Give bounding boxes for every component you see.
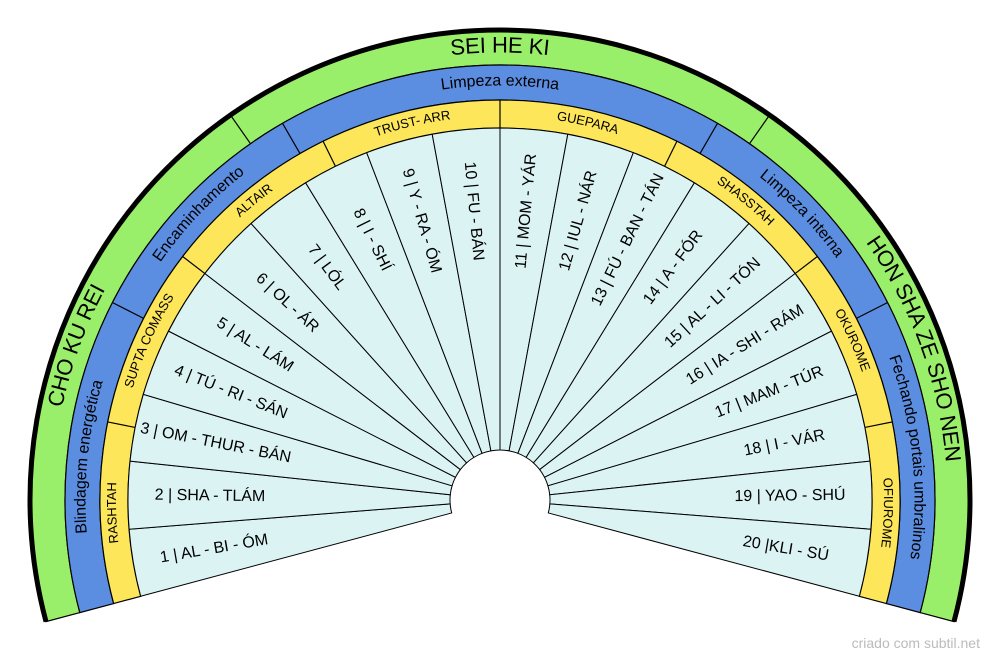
sectors-layer	[127, 127, 873, 597]
yellow-ring-divider	[322, 140, 337, 167]
svg-text:RASHTAH: RASHTAH	[104, 482, 121, 544]
sector-label: 19 | YAO - SHÚ	[734, 485, 845, 505]
outer-ring-divider	[229, 114, 251, 145]
yellow-ring-divider	[663, 140, 678, 167]
yellow-ring-label: RASHTAH	[104, 482, 121, 544]
yellow-ring-divider	[182, 256, 206, 275]
yellow-ring-divider	[864, 421, 893, 429]
credit-text: criado com subtil.net	[851, 635, 980, 651]
blue-ring-label: Limpeza externa	[440, 73, 560, 94]
sector-label: 2 | SHA - TLÁM	[155, 485, 266, 505]
outer-ring-label: SEI HE KI	[449, 32, 551, 60]
blue-ring-divider	[281, 122, 301, 154]
svg-text:OFIUROME: OFIUROME	[878, 477, 896, 549]
yellow-ring-divider	[107, 421, 136, 429]
blue-ring-divider	[112, 301, 144, 319]
svg-text:Limpeza externa: Limpeza externa	[440, 73, 560, 94]
yellow-ring-divider	[794, 256, 818, 275]
svg-text:SEI HE KI: SEI HE KI	[449, 32, 551, 60]
blue-ring-divider	[856, 301, 888, 319]
blue-ring-divider	[699, 122, 719, 154]
sector-20	[547, 503, 872, 597]
yellow-ring-label: OFIUROME	[878, 477, 896, 549]
rings-layer	[27, 27, 973, 623]
outer-edge-arc	[27, 27, 973, 623]
outer-ring-divider	[749, 114, 771, 145]
